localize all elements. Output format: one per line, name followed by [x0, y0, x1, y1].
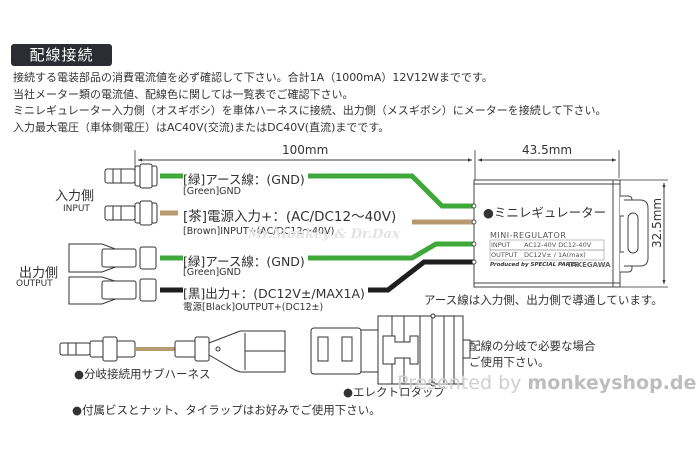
regulator-model: MINI-REGULATOR — [490, 231, 567, 240]
wire-sublabel-brown-input: [Brown]INPUT+(AC/DC12～40V) — [183, 226, 335, 237]
dimension-32-5mm — [620, 179, 668, 288]
dimension-label-width: 43.5mm — [522, 143, 573, 157]
dimension-100mm — [134, 150, 476, 185]
electro-tap-label: ●エレクトロタップ — [343, 385, 446, 399]
electro-tap-illustration — [310, 313, 471, 387]
ground-continuity-note: アース線は入力側、出力側で導通しています。 — [424, 293, 663, 307]
sub-harness-label: ●分岐接続用サブハーネス — [74, 367, 211, 381]
regulator-name: ●ミニレギュレーター — [483, 205, 607, 220]
sub-harness-illustration — [59, 330, 286, 373]
input-connector-brown — [104, 200, 158, 226]
section-title: 配線接続 — [11, 44, 112, 66]
regulator-producer: Produced by SPECIAL PARTS — [490, 262, 578, 268]
electro-tap-note-line-2: ご使用下さい。 — [469, 355, 550, 369]
input-side-sublabel: INPUT — [63, 204, 90, 214]
regulator-spec-output-value: DC12V± / 1A(max) — [524, 251, 586, 259]
watermark-prefix: Presented by — [397, 372, 528, 394]
dimension-43-5mm — [478, 150, 620, 178]
watermark: Presented by monkeyshop.de — [397, 372, 696, 394]
footer-note: ●付属ビスとナット、タイラップはお好みでご使用下さい。 — [72, 403, 381, 417]
note-line: 当社メーター類の電流値、配線色に関しては一覧表でご確認下さい。 — [13, 87, 354, 101]
wire-brown-input — [160, 210, 474, 225]
wire-label-black-output: [黒]出力+：(DC12V±/MAX1A) — [183, 283, 368, 302]
regulator-brand-logo: TAKEGAWA — [567, 261, 611, 269]
watermark-brand: monkeyshop.de — [527, 372, 697, 394]
regulator-spec-output-key: OUTPUT — [491, 251, 518, 259]
note-line: 接続する電装部品の消費電流値を必ず確認して下さい。合計1A（1000mA）12V… — [13, 71, 493, 84]
note-line: ミニレギュレーター入力側（オスギボシ）を車体ハーネスに接続、出力側（メスギボシ）… — [13, 104, 607, 117]
dimension-label-wire-length: 100mm — [282, 143, 329, 157]
dimension-label-height: 32.5mm — [650, 197, 664, 248]
notes-block: 接続する電装部品の消費電流値を必ず確認して下さい。合計1A（1000mA）12V… — [13, 70, 606, 136]
input-side-label: 入力側 — [55, 189, 95, 204]
wire-terminals — [471, 203, 477, 265]
output-connector-green — [68, 243, 157, 273]
wire-label-brown-input: [茶]電源入力+：(AC/DC12～40V) — [183, 209, 397, 225]
wire-label-green-output: [緑]アース線：(GND) — [183, 251, 308, 270]
output-side-sublabel: OUTPUT — [16, 279, 53, 289]
watermark-center: Mr.Monkey & Dr.Dax — [248, 227, 400, 242]
input-connector-green — [104, 163, 158, 189]
wire-sublabel-green-input: [Green]GND — [183, 186, 241, 197]
regulator-spec-input-key: INPUT — [491, 241, 511, 249]
note-line: 入力最大電圧（車体側電圧）はAC40V(交流)またはDC40V(直流)までです。 — [13, 120, 390, 134]
output-connector-black — [68, 276, 157, 305]
regulator-spec-input-value: AC12-40V DC12-40V — [524, 241, 592, 249]
electro-tap-note-line-1: 配線の分岐で必要な場合 — [469, 339, 596, 353]
wire-sublabel-green-output: [Green]GND — [183, 267, 241, 278]
mini-regulator-body — [473, 179, 649, 288]
wire-label-green-input: [緑]アース線：(GND) — [183, 169, 308, 188]
output-side-label: 出力側 — [19, 266, 59, 281]
wire-sublabel-black-output: 電源[Black]OUTPUT+(DC12±) — [183, 302, 324, 313]
